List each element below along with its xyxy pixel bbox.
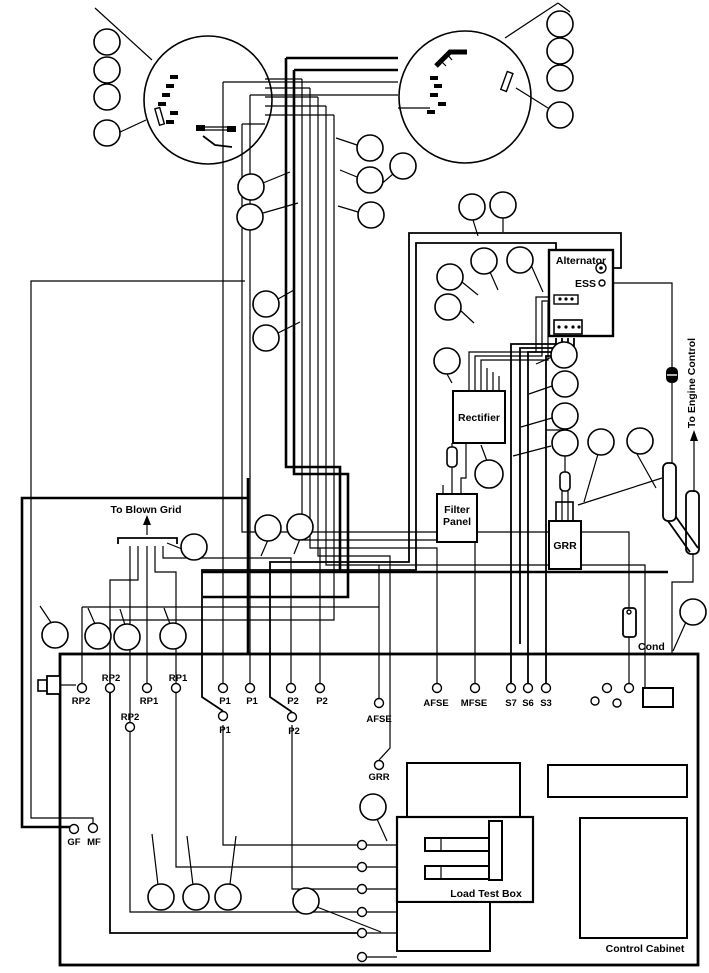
terminal-label-rp2-a: RP2	[72, 696, 90, 707]
terminal-label-p2-b: P2	[316, 696, 328, 707]
grr-box-label: GRR	[553, 540, 577, 552]
to-engine-control-label: To Engine Control	[686, 338, 698, 428]
rectifier-pins	[468, 368, 500, 391]
lower-blank-box	[396, 901, 491, 952]
bolt	[37, 675, 61, 695]
detail-bubbles	[143, 30, 532, 165]
terminal-label-gf: GF	[67, 837, 80, 848]
cond-component	[622, 607, 637, 638]
grr-fuse	[559, 471, 571, 492]
grr-pin-block	[555, 501, 574, 522]
filter-panel-box	[436, 493, 478, 543]
rectifier-box	[452, 390, 506, 444]
terminal-label-p2-c: P2	[288, 726, 300, 737]
control-cabinet-label: Control Cabinet	[606, 943, 685, 955]
terminal-label-grr: GRR	[368, 772, 389, 783]
terminal-label-afse: AFSE	[423, 698, 448, 709]
terminal-label-s7: S7	[505, 698, 517, 709]
callout-circles	[41, 10, 707, 915]
blown-grid-arrowhead	[143, 515, 151, 525]
terminal-label-rp2-c: RP2	[121, 712, 139, 723]
filter-panel-label-2: Panel	[443, 516, 471, 528]
terminal-label-p1-b: P1	[246, 696, 258, 707]
terminal-label-p1-a: P1	[219, 696, 231, 707]
load-test-box-label: Load Test Box	[450, 888, 522, 900]
leader-lines	[39, 2, 687, 933]
filter-panel-pins	[442, 485, 462, 494]
blown-grid-manifold	[117, 515, 178, 544]
terminal-label-s3: S3	[540, 698, 552, 709]
alternator-connector	[553, 319, 583, 335]
terminal-label-s6: S6	[522, 698, 534, 709]
terminal-dots	[68, 682, 635, 963]
small-blank-rect	[642, 687, 674, 708]
components	[37, 248, 700, 952]
terminal-label-p2-a: P2	[287, 696, 299, 707]
left-bubble-connectors	[154, 75, 236, 148]
left-thin-rail	[30, 280, 245, 823]
left-thick-rail	[20, 496, 248, 829]
rectifier-fuse	[446, 446, 458, 468]
left-detail-bubble	[143, 35, 273, 165]
alternator-label: Alternator	[556, 255, 606, 267]
terminal-label-afse-low: AFSE	[366, 714, 391, 725]
terminal-label-rp1-b: RP1	[169, 673, 188, 684]
engine-control-arrowhead	[690, 430, 698, 441]
upper-blank-box	[406, 762, 521, 818]
filter-panel-label-1: Filter	[444, 504, 470, 516]
cond-label: Cond	[638, 641, 665, 653]
cabinet-rect-2	[579, 817, 688, 939]
terminal-label-mfse: MFSE	[461, 698, 487, 709]
right-bubble-connectors	[427, 49, 514, 114]
grr-box	[548, 520, 582, 570]
ess-label: ESS	[575, 278, 596, 290]
load-resistors	[424, 820, 503, 881]
terminal-label-rp1-a: RP1	[140, 696, 159, 707]
rectifier-label: Rectifier	[458, 412, 500, 424]
terminal-label-mf: MF	[87, 837, 101, 848]
terminal-label-rp2-b: RP2	[102, 673, 120, 684]
to-blown-grid-label: To Blown Grid	[111, 504, 182, 516]
harness	[662, 462, 700, 555]
terminal-label-p1-c: P1	[219, 725, 231, 736]
ess-terminal	[598, 279, 606, 287]
cabinet-rect-1	[547, 764, 688, 798]
labels: Alternator ESS Rectifier Filter Panel GR…	[67, 255, 698, 955]
